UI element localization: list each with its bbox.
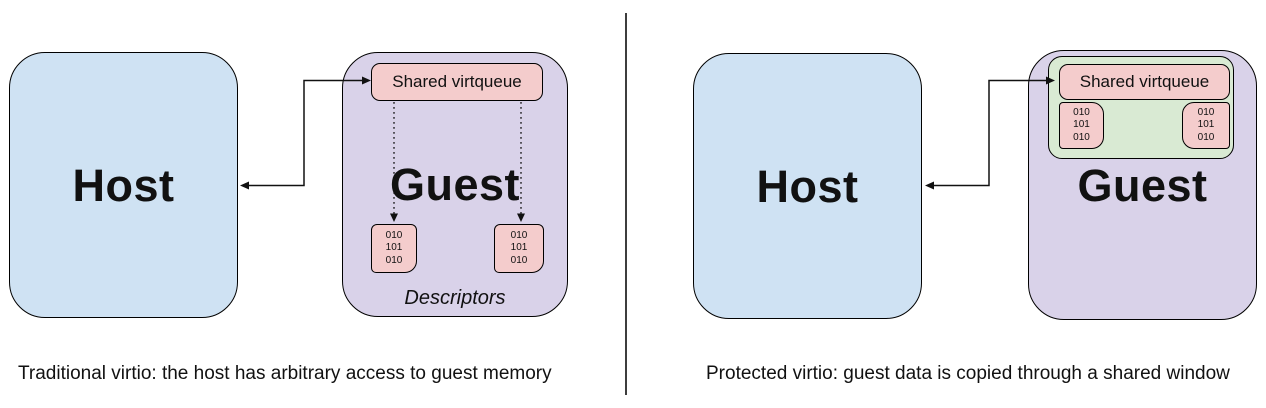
host-box-protected: Host [693, 53, 922, 319]
memory-bits: 010 101 010 [1197, 106, 1215, 143]
host-label: Host [756, 160, 859, 212]
guest-label: Guest [1077, 159, 1208, 211]
guest-label: Guest [389, 159, 521, 210]
descriptor-block-right: 010 101 010 [494, 224, 544, 273]
host-label: Host [72, 159, 175, 211]
arrowhead-into-host-right [925, 181, 934, 190]
memory-block-right: 010 101 010 [1182, 102, 1230, 149]
memory-bits: 010 101 010 [1073, 106, 1090, 143]
shared-virtqueue-box: Shared virtqueue [371, 63, 543, 101]
guest-box-protected: Guest Shared virtqueue 010 101 010 010 1… [1028, 50, 1257, 320]
descriptors-label: Descriptors [404, 287, 506, 309]
shared-virtqueue-label: Shared virtqueue [392, 72, 522, 91]
caption-traditional: Traditional virtio: the host has arbitra… [18, 363, 552, 384]
shared-virtqueue-box: Shared virtqueue [1059, 64, 1230, 100]
caption-protected: Protected virtio: guest data is copied t… [706, 363, 1230, 384]
shared-virtqueue-label: Shared virtqueue [1079, 72, 1210, 91]
guest-box-traditional: Guest Shared virtqueue 010 101 010 010 1… [342, 52, 568, 317]
descriptor-bits: 010 101 010 [510, 229, 528, 266]
panel-divider-line [625, 13, 627, 395]
memory-block-left: 010 101 010 [1059, 102, 1104, 149]
host-box-traditional: Host [9, 52, 238, 318]
shared-window-box: Shared virtqueue 010 101 010 010 101 010 [1048, 56, 1234, 159]
descriptor-bits: 010 101 010 [385, 229, 403, 266]
arrowhead-into-host-left [240, 181, 249, 190]
descriptor-block-left: 010 101 010 [371, 224, 417, 273]
